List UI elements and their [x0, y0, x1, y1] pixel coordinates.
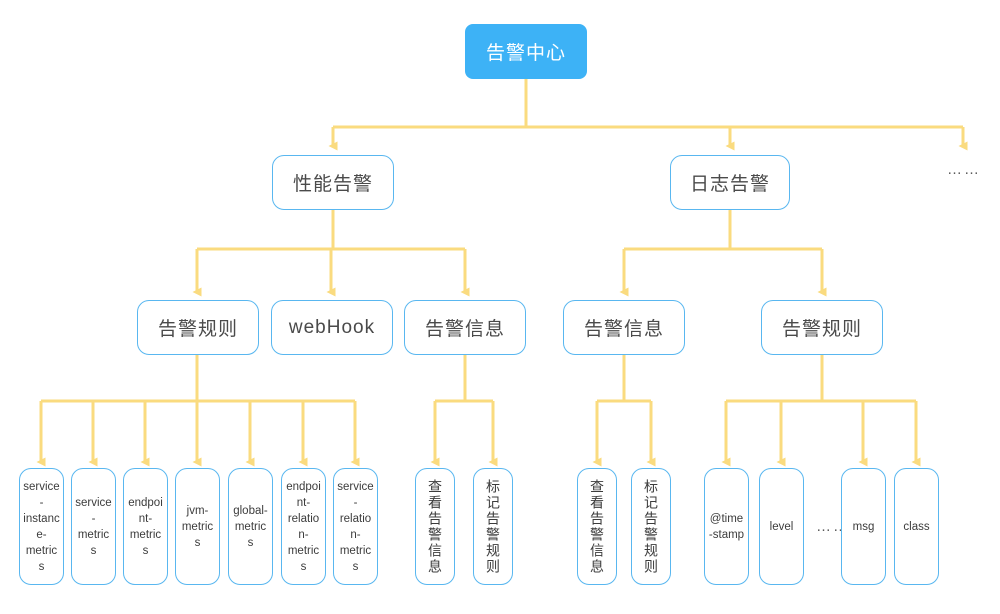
leaf-endpoint-relation-metrics[interactable]: endpoint-relation-metrics: [281, 468, 326, 585]
leaf-service-instance-metrics[interactable]: service-instance-metrics: [19, 468, 64, 585]
leaf-service-metrics[interactable]: service-metrics: [71, 468, 116, 585]
leaf-perf-view-alarm-info[interactable]: 查看告警信息: [415, 468, 455, 585]
node-root-alarm-center[interactable]: 告警中心: [465, 24, 587, 79]
node-log-alarm[interactable]: 日志告警: [670, 155, 790, 210]
node-performance-alarm-info[interactable]: 告警信息: [404, 300, 526, 355]
leaf-log-mark-alarm-rule[interactable]: 标记告警规则: [631, 468, 671, 585]
leaf-field-msg[interactable]: msg: [841, 468, 886, 585]
leaf-global-metrics[interactable]: global-metrics: [228, 468, 273, 585]
leaf-field-ellipsis: ……: [816, 517, 850, 535]
leaf-perf-mark-alarm-rule[interactable]: 标记告警规则: [473, 468, 513, 585]
node-log-alarm-rule[interactable]: 告警规则: [761, 300, 883, 355]
leaf-log-view-alarm-info[interactable]: 查看告警信息: [577, 468, 617, 585]
leaf-endpoint-metrics[interactable]: endpoint-metrics: [123, 468, 168, 585]
leaf-jvm-metrics[interactable]: jvm-metrics: [175, 468, 220, 585]
leaf-field-level[interactable]: level: [759, 468, 804, 585]
leaf-service-relation-metrics[interactable]: service-relation-metrics: [333, 468, 378, 585]
leaf-field-class[interactable]: class: [894, 468, 939, 585]
node-performance-alarm[interactable]: 性能告警: [272, 155, 394, 210]
node-performance-alarm-rule[interactable]: 告警规则: [137, 300, 259, 355]
leaf-field-timestamp[interactable]: @time-stamp: [704, 468, 749, 585]
node-log-alarm-info[interactable]: 告警信息: [563, 300, 685, 355]
node-performance-webhook[interactable]: webHook: [271, 300, 393, 355]
node-level2-ellipsis: ……: [947, 160, 981, 178]
